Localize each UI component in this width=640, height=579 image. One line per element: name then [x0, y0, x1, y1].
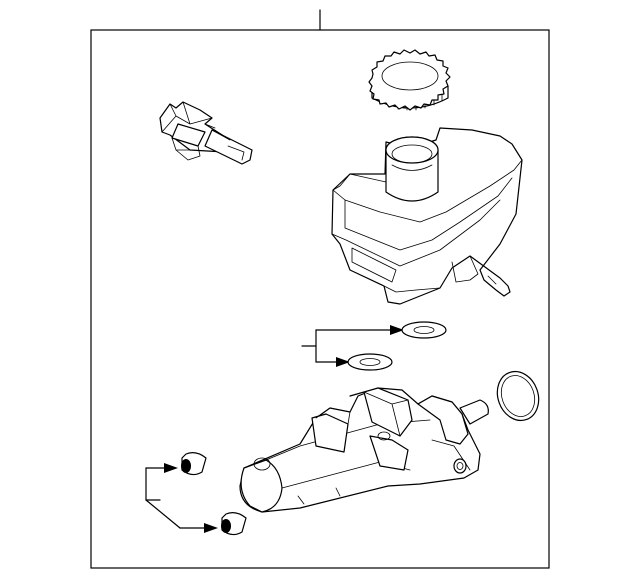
callout-grommets — [301, 325, 404, 367]
master-cylinder-body — [239, 387, 489, 513]
o-ring — [496, 370, 540, 422]
callout-plugs — [145, 463, 218, 533]
assembly-frame — [90, 29, 550, 569]
fluid-reservoir — [331, 127, 523, 305]
grommet-seal-lower — [347, 353, 393, 371]
grommet-seal-upper — [401, 321, 447, 339]
port-plug-upper — [181, 452, 207, 476]
fluid-level-sensor — [159, 101, 253, 165]
reservoir-cap — [368, 49, 451, 111]
port-plug-lower — [221, 512, 247, 536]
